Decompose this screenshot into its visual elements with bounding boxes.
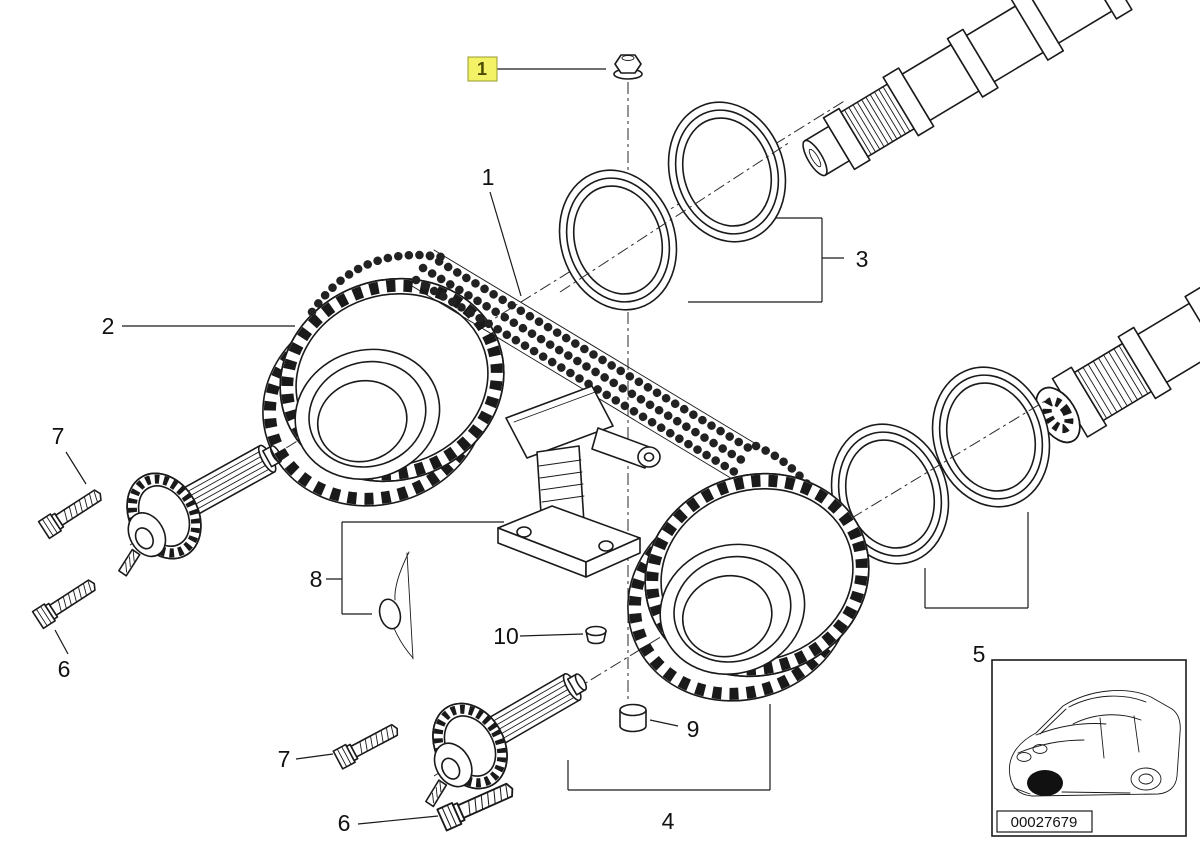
- callout-4[interactable]: 4: [662, 808, 675, 834]
- callout-10[interactable]: 10: [493, 623, 519, 649]
- flange-nut: [613, 54, 643, 80]
- callout-highlight-box[interactable]: [467, 56, 498, 82]
- callout-5[interactable]: 5: [973, 641, 986, 667]
- part-number-box: [996, 810, 1093, 833]
- thumbnail-border: [991, 659, 1187, 837]
- callout-6-left[interactable]: 6: [58, 656, 71, 682]
- callout-8[interactable]: 8: [310, 566, 323, 592]
- callout-7-left[interactable]: 7: [52, 423, 65, 449]
- callout-2[interactable]: 2: [102, 313, 115, 339]
- chain-tensioner: [497, 385, 661, 578]
- callout-numbers: 1 2 3 4 5 6 6 7 7 8 9 10: [52, 164, 986, 836]
- callout-9[interactable]: 9: [687, 716, 700, 742]
- camshaft-top: [802, 0, 1133, 177]
- callout-highlight-number[interactable]: 1: [477, 59, 487, 79]
- callout-leaders: [54, 68, 1029, 825]
- cap-part10: [585, 625, 607, 645]
- callout-7-bottom[interactable]: 7: [278, 746, 291, 772]
- part-number: 00027679: [1011, 814, 1078, 831]
- hex-bolt-6-left: [31, 574, 101, 630]
- hex-bolt-7-bottom: [332, 718, 403, 770]
- hex-bolt-7-left: [37, 484, 107, 540]
- callout-3[interactable]: 3: [856, 246, 869, 272]
- seal-axis-overlay-right: [831, 397, 1051, 531]
- bushing-part9: [619, 703, 647, 733]
- highlighted-callout-1[interactable]: 1: [467, 56, 498, 82]
- callout-1[interactable]: 1: [482, 164, 495, 190]
- camshaft-right: [1035, 286, 1200, 444]
- car-sketch: [1008, 690, 1181, 797]
- diagram-thumbnail: 00027679: [991, 659, 1187, 837]
- callout-6-bottom[interactable]: 6: [338, 810, 351, 836]
- front-wheel: [1027, 770, 1063, 796]
- spring-clip-part8: [378, 551, 414, 660]
